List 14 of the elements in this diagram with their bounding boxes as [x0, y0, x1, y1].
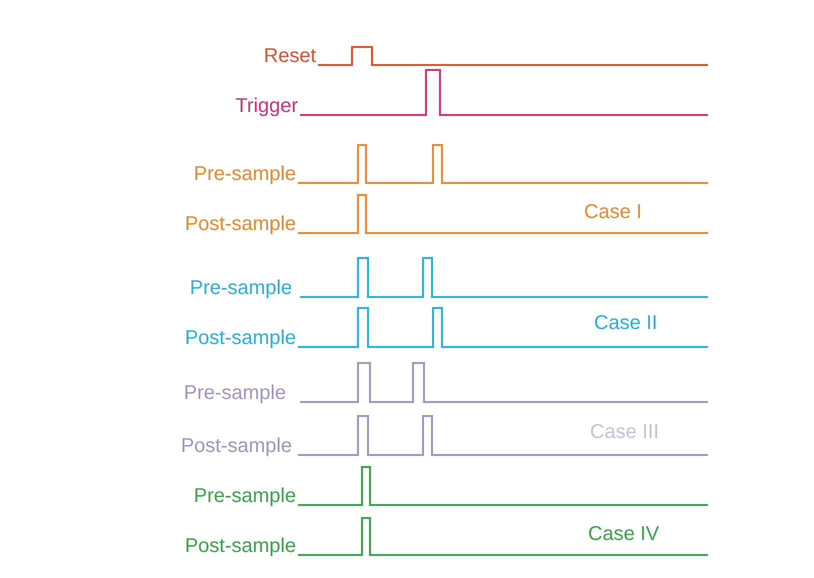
signal-label: Post-sample — [180, 435, 292, 457]
signal-label: Post-sample — [184, 213, 296, 235]
signal-label: Reset — [264, 45, 316, 67]
signal-label: Pre-sample — [194, 485, 296, 507]
case-label: Case III — [590, 421, 659, 443]
signal-label: Trigger — [235, 95, 298, 117]
signal-label: Pre-sample — [194, 163, 296, 185]
signal-label: Post-sample — [184, 535, 296, 557]
signal-label: Pre-sample — [184, 382, 286, 404]
case-label: Case I — [584, 201, 642, 223]
signal-label: Pre-sample — [190, 277, 292, 299]
case-label: Case II — [594, 312, 658, 334]
case-label: Case IV — [588, 523, 660, 545]
signal-label: Post-sample — [184, 327, 296, 349]
